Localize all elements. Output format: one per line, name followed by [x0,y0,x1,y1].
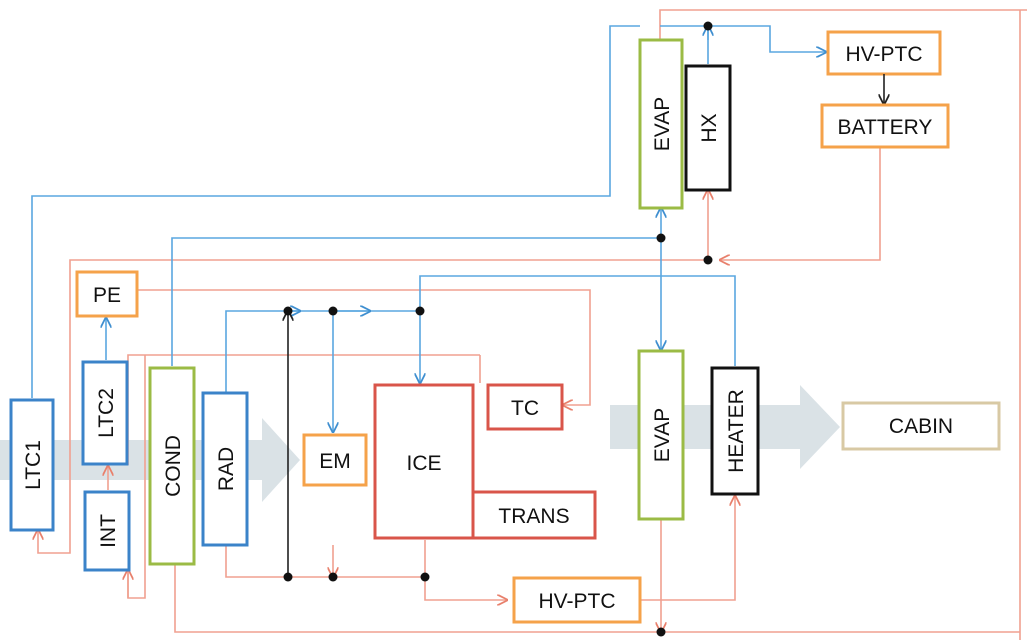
battery-box: BATTERY [820,103,950,149]
rad-box: RAD [201,391,249,547]
heater-label: HEATER [725,389,748,473]
junction-dot [703,21,713,31]
hx-box: HX [684,64,732,192]
junction-dot [415,306,425,316]
junction-dot [420,572,430,582]
trans-label: TRANS [498,505,569,528]
junction-dot [328,572,338,582]
junction-dots [283,21,713,637]
cabin-box: CABIN [841,401,1001,451]
tc-label: TC [511,397,539,420]
trans-box: TRANS [471,490,597,540]
battery-label: BATTERY [838,116,933,139]
evap-top-box: EVAP [638,38,684,210]
cabin-label: CABIN [889,415,953,438]
int-box: INT [83,490,131,572]
junction-dot [328,306,338,316]
ltc1-label: LTC1 [22,440,45,490]
ice-box: ICE [373,383,475,540]
ltc1-box: LTC1 [9,398,55,532]
int-label: INT [97,514,120,548]
em-box: EM [302,433,368,487]
hv-ptc-bottom-label: HV-PTC [538,590,615,613]
em-label: EM [319,450,351,473]
ice-label: ICE [406,452,441,475]
junction-dot [283,306,293,316]
cond-box: COND [148,366,196,566]
junction-dot [283,572,293,582]
junction-dot [656,627,666,637]
evap-bottom-box: EVAP [637,349,685,521]
ltc2-box: LTC2 [81,360,129,466]
rad-label: RAD [215,447,238,491]
tc-box: TC [486,383,564,431]
junction-dot [703,255,713,265]
hv-ptc-bottom-box: HV-PTC [512,576,642,624]
evap-top-label: EVAP [651,97,674,151]
junction-dot [656,233,666,243]
ltc2-label: LTC2 [95,388,118,438]
hv-ptc-top-label: HV-PTC [845,43,922,66]
cond-label: COND [162,435,185,497]
evap-bottom-label: EVAP [651,408,674,462]
pe-box: PE [75,270,139,318]
hx-label: HX [698,113,721,142]
red-coolant-circuit [38,9,1027,640]
pe-label: PE [93,284,121,307]
hv-ptc-top-box: HV-PTC [826,30,942,76]
heater-box: HEATER [710,366,760,496]
